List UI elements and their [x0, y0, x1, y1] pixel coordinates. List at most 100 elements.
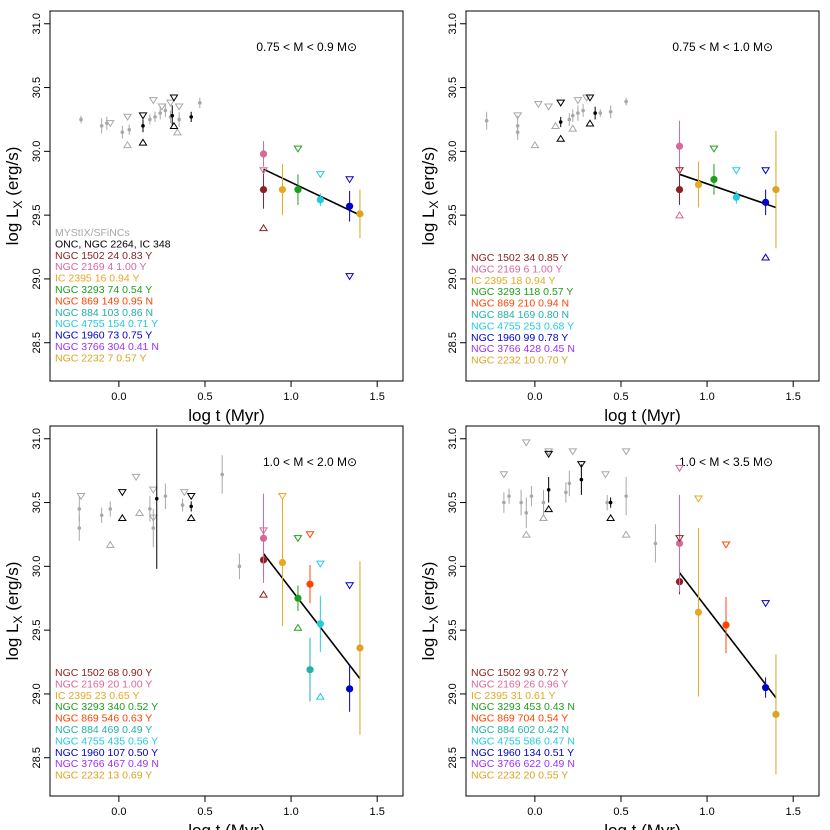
cluster-point [762, 683, 770, 692]
onc-point [170, 113, 175, 118]
mystix-limit [76, 492, 86, 501]
mystix-point [180, 503, 185, 507]
mystix-point [77, 507, 82, 511]
panel-title: 1.0 < M < 3.5 M⊙ [679, 455, 773, 469]
y-tick-label: 29.5 [447, 619, 459, 640]
mystix-limit [568, 124, 578, 132]
mystix-limit [621, 530, 631, 538]
onc-point [579, 477, 584, 482]
x-tick-label: 0.5 [613, 806, 628, 818]
onc-limit [544, 450, 554, 459]
mystix-limit [172, 128, 182, 136]
cluster-point [346, 685, 354, 693]
onc-point [558, 120, 563, 124]
x-tick-label: 1.5 [370, 391, 385, 403]
plot-frame [465, 425, 820, 797]
x-tick-label: 1.0 [699, 806, 714, 818]
legend-entry: NGC 2169 6 1.00 Y [471, 263, 562, 275]
legend-entry: NGC 4755 435 0.56 Y [55, 735, 158, 747]
cluster-point [278, 186, 287, 194]
onc-point [546, 487, 551, 492]
fit-line [679, 173, 777, 209]
legend-entry: NGC 3766 428 0.45 N [471, 343, 575, 355]
cluster-limit [721, 541, 731, 549]
y-tick-label: 29.0 [447, 268, 459, 289]
onc-limit [585, 94, 595, 102]
cluster-limit [675, 211, 685, 219]
legend-entry: NGC 1960 99 0.78 Y [471, 332, 568, 344]
legend-entry: NGC 4755 154 0.71 Y [55, 318, 158, 330]
mystix-point [624, 99, 628, 104]
mystix-point [507, 494, 511, 498]
onc-limit [169, 94, 179, 102]
cluster-point [710, 175, 718, 184]
cluster-point [294, 186, 302, 194]
legend-entry: NGC 869 546 0.63 Y [55, 713, 152, 725]
legend-entry: NGC 869 149 0.95 N [55, 295, 153, 307]
mystix-point [567, 117, 572, 122]
legend-entry: NGC 2169 4 1.00 Y [55, 261, 146, 273]
legend-entry: NGC 1502 24 0.83 Y [55, 250, 152, 262]
y-tick-label: 29.0 [31, 268, 43, 289]
mystix-limit [122, 113, 132, 121]
mystix-limit [533, 100, 543, 109]
y-axis-label: log LX (erg/s) [419, 147, 441, 246]
cluster-point [762, 198, 770, 206]
mystix-point [570, 113, 575, 118]
cluster-limit [675, 535, 685, 543]
cluster-point [259, 150, 268, 158]
mystix-limit [521, 530, 531, 538]
mystix-point [581, 108, 585, 113]
cluster-limit [315, 171, 325, 179]
panel-title: 1.0 < M < 2.0 M⊙ [263, 455, 357, 469]
cluster-point [694, 180, 703, 189]
y-tick-label: 30.0 [31, 141, 43, 162]
x-tick-label: 0.0 [527, 391, 542, 403]
x-tick-label: 1.0 [699, 391, 714, 403]
onc-point [189, 504, 193, 509]
cluster-point [675, 186, 684, 194]
cluster-point [694, 608, 703, 616]
plot-frame [465, 10, 820, 382]
onc-limit [117, 489, 127, 497]
mystix-point [653, 541, 658, 546]
legend-entry: NGC 869 210 0.94 N [471, 298, 569, 310]
mystix-point [153, 115, 157, 119]
plot-frame [49, 10, 404, 382]
onc-limit [556, 134, 566, 142]
legend-entry: NGC 1960 73 0.75 Y [55, 330, 152, 342]
mystix-point [567, 481, 572, 486]
cluster-limit [293, 535, 303, 543]
mystix-point [163, 494, 168, 498]
mystix-limit [166, 99, 176, 107]
legend-entry: NGC 884 169 0.80 N [471, 309, 569, 321]
mystix-limit [148, 486, 158, 494]
legend-entry: NGC 884 602 0.42 N [471, 724, 569, 736]
y-tick-label: 31.0 [447, 428, 459, 449]
cluster-limit [259, 167, 269, 175]
y-axis-label: log LX (erg/s) [3, 147, 25, 246]
legend-entry: IC 2395 23 0.65 Y [55, 690, 139, 702]
cluster-limit [709, 145, 719, 153]
onc-limit [138, 112, 148, 120]
mystix-point [220, 472, 224, 477]
mystix-point [198, 101, 202, 105]
onc-limit [585, 119, 595, 127]
y-tick-label: 28.5 [447, 747, 459, 768]
onc-limit [576, 461, 586, 469]
y-tick-label: 31.0 [31, 13, 43, 34]
panel-title: 0.75 < M < 1.0 M⊙ [672, 40, 773, 54]
mystix-point [576, 111, 580, 115]
mystix-point [148, 507, 152, 511]
onc-point [593, 111, 597, 115]
mystix-limit [538, 513, 548, 522]
x-axis-label: log t (Myr) [188, 821, 265, 830]
legend-header: ONC, NGC 2264, IC 348 [55, 238, 171, 250]
cluster-point [259, 186, 268, 194]
legend-entry: NGC 869 704 0.54 Y [471, 713, 568, 725]
y-tick-label: 30.5 [447, 492, 459, 513]
mystix-point [519, 500, 523, 505]
legend-entry: NGC 3293 74 0.54 Y [55, 284, 152, 296]
